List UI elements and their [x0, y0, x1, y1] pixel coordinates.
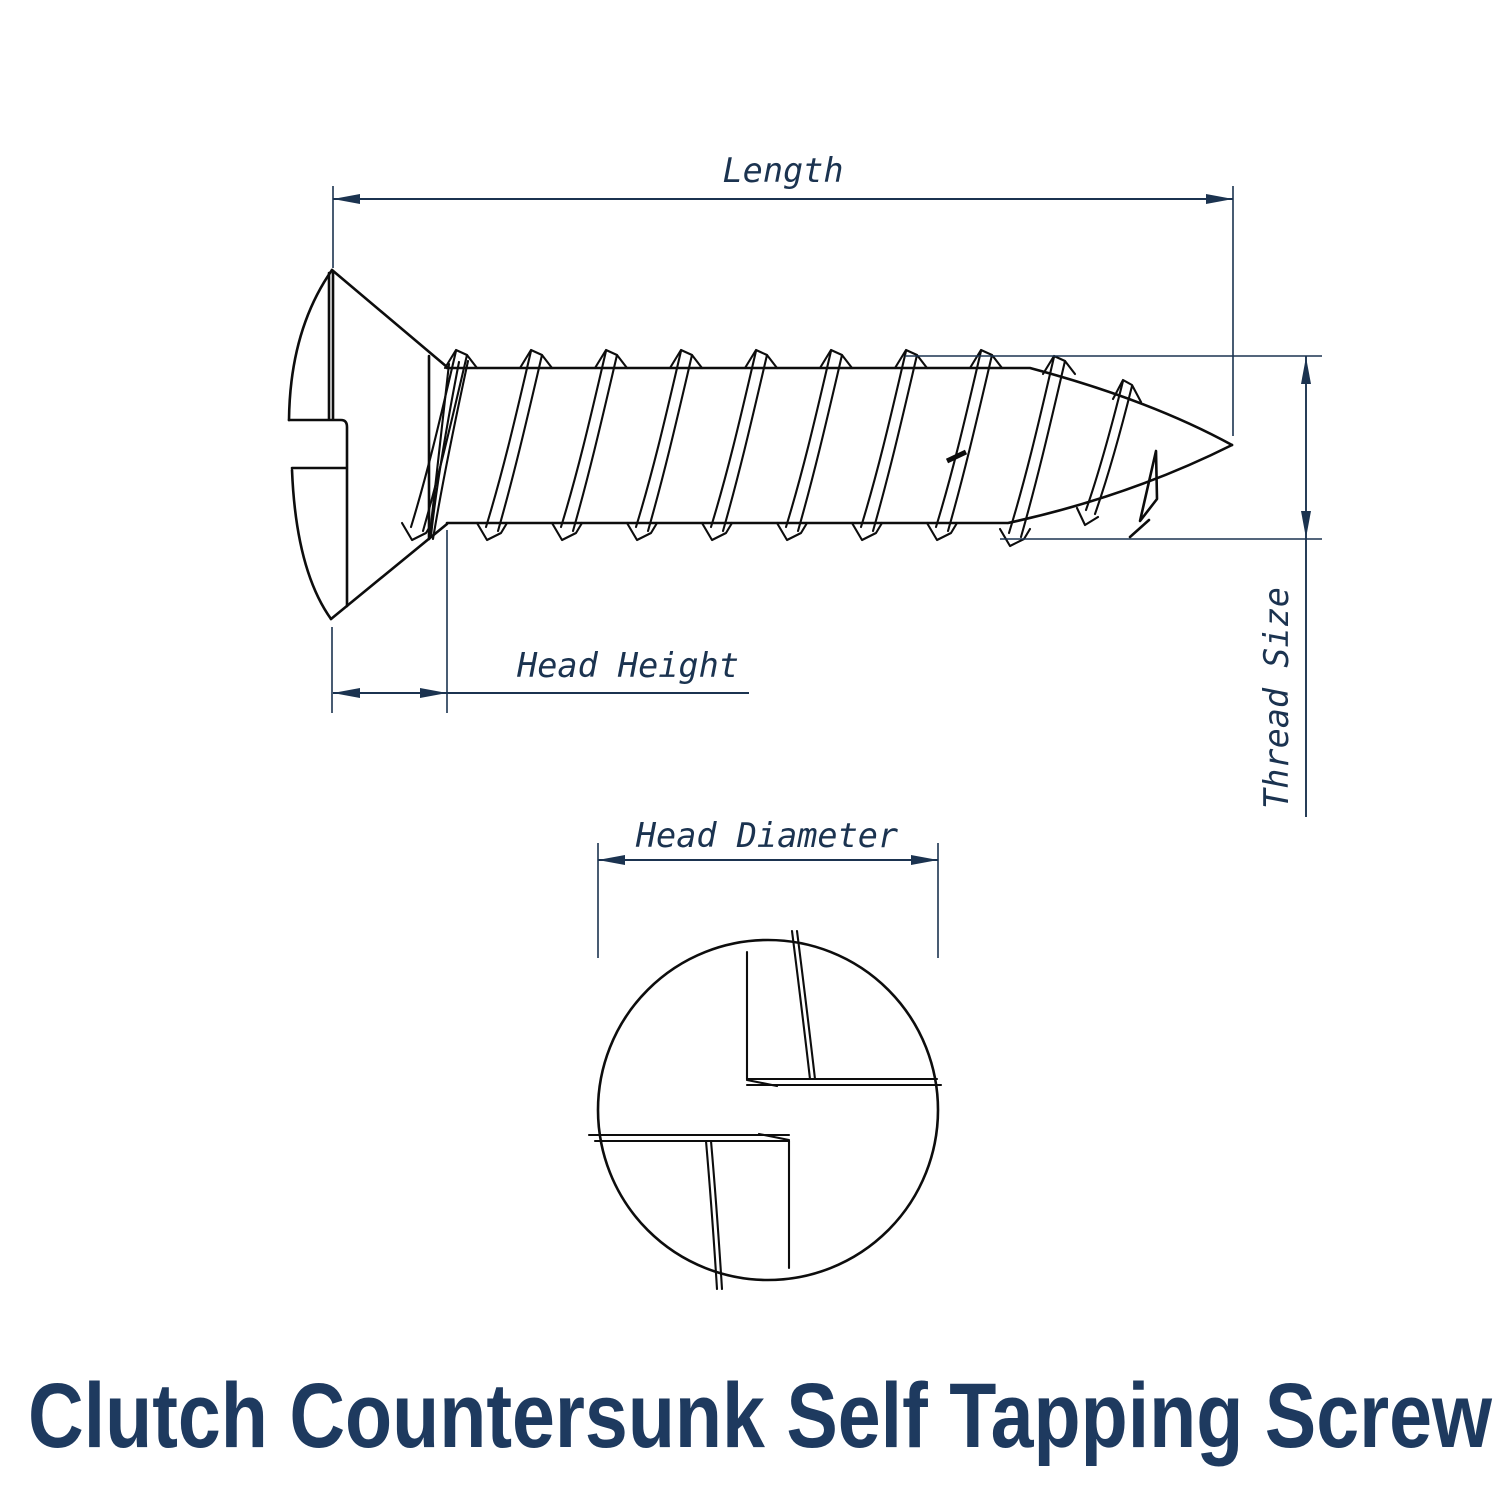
thread-size-label: Thread Size — [1257, 587, 1296, 809]
head-height-arrow-right — [420, 688, 447, 698]
thread-runout — [1128, 449, 1159, 539]
thread-start-fan — [428, 359, 470, 541]
head-circle — [596, 938, 940, 1282]
dimension-length: Length — [332, 151, 1234, 436]
side-view — [287, 268, 1234, 621]
screw-head-profile — [287, 268, 449, 621]
drive-slot-upper-edge — [327, 271, 335, 421]
dimension-head-height: Head Height — [331, 530, 749, 713]
thread-tick — [945, 449, 968, 464]
cone-top-edge — [330, 268, 449, 369]
head-diameter-arrow-right — [911, 855, 938, 865]
thread-size-arrow-up — [1301, 357, 1311, 384]
head-diameter-label: Head Diameter — [635, 816, 898, 855]
clutch-recess-lower — [587, 1132, 791, 1291]
shank-outline — [445, 366, 1234, 525]
head-height-arrow-left — [333, 688, 360, 698]
length-arrow-right — [1206, 194, 1233, 204]
threads — [400, 348, 1159, 548]
page-title: Clutch Countersunk Self Tapping Screw — [28, 1365, 1492, 1467]
clutch-notch — [287, 418, 349, 608]
taper-thread — [1075, 378, 1143, 527]
shank-bottom-line — [445, 443, 1234, 525]
head-on-view — [587, 929, 943, 1291]
shank-top-line — [445, 366, 1234, 447]
length-label: Length — [722, 151, 843, 190]
length-arrow-left — [333, 194, 360, 204]
head-diameter-arrow-left — [598, 855, 625, 865]
clutch-recess-upper — [745, 929, 943, 1088]
thread-size-arrow-down — [1301, 511, 1311, 538]
head-height-label: Head Height — [516, 646, 739, 685]
dimension-thread-size: Thread Size — [905, 355, 1322, 817]
head-lower-arc — [290, 468, 333, 621]
cone-bottom-edge — [329, 522, 449, 621]
head-upper-arc — [287, 268, 334, 422]
dimension-head-diameter: Head Diameter — [597, 816, 939, 958]
dimensions: Length Head Height Thread Size — [331, 151, 1322, 958]
